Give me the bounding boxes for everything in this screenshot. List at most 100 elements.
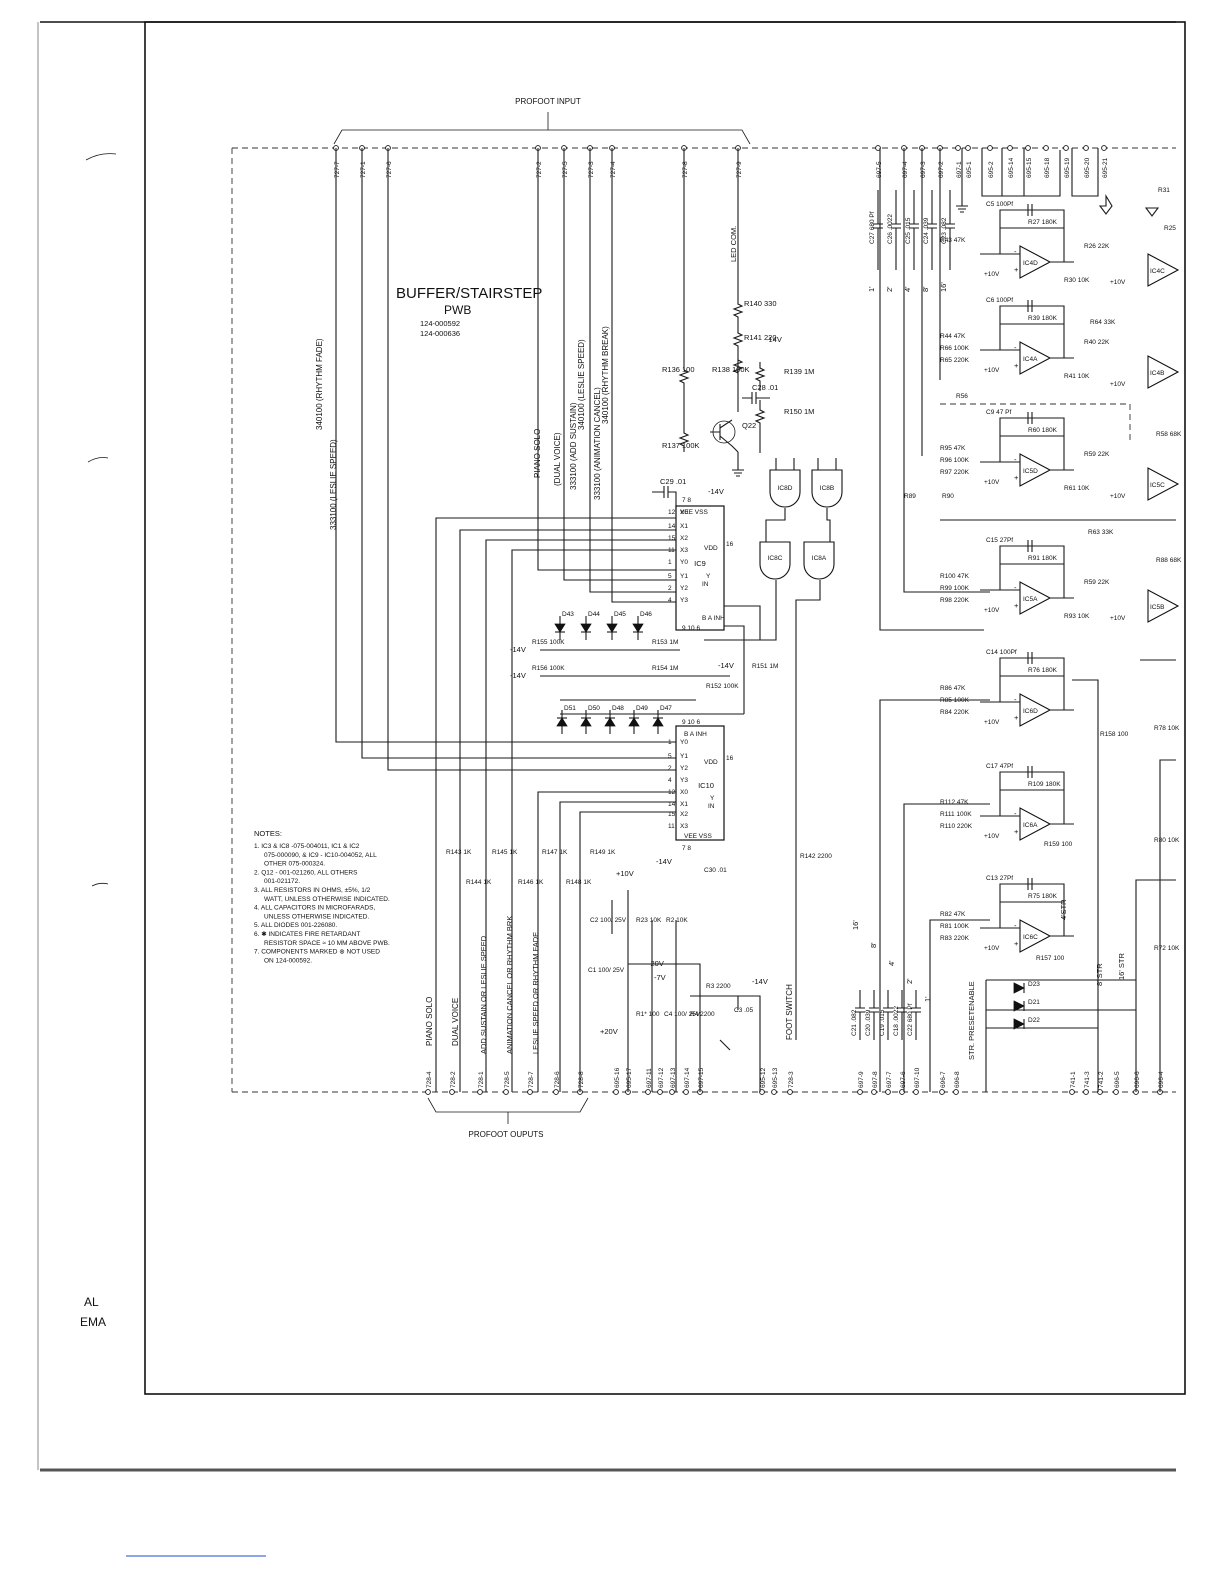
board-title: BUFFER/STAIRSTEP <box>396 285 542 302</box>
supply-m14-g: -14V <box>752 977 768 986</box>
r146-label: R146 1K <box>518 879 544 886</box>
cap-top-label: C26 .0022 <box>887 214 894 244</box>
top-pin-label: 697-2 <box>938 161 945 178</box>
top-pin-label: 727-8 <box>682 161 689 178</box>
footage-label-top: 2' <box>885 286 894 292</box>
ic8b-gate <box>811 469 843 508</box>
opamp-noninverting: + <box>1014 939 1019 948</box>
profoot-output-label: PROFOOT OUPUTS <box>469 1130 544 1139</box>
ic9-pin-name: X2 <box>680 535 688 542</box>
top-pin-label: 695-19 <box>1064 157 1071 178</box>
opamp-triangle <box>1019 919 1052 953</box>
opamp-supply: +10V <box>1110 493 1126 500</box>
bottom-pin <box>771 1089 777 1095</box>
footage-label-top: 8' <box>921 286 930 292</box>
label-rhythm-break-top: 340100 (RHYTHM BREAK) <box>601 326 610 424</box>
r63-label: R63 33K <box>1088 529 1114 536</box>
feedback-resistor-label: R75 180K <box>1028 893 1058 900</box>
feedback-cap <box>1027 652 1033 664</box>
ic9-pin-16: 16 <box>726 541 734 548</box>
ground-695-1 <box>956 200 968 213</box>
r139-r150 <box>754 362 766 453</box>
q22-leads <box>710 419 739 453</box>
top-pin-label: 727-4 <box>610 161 617 178</box>
ic9-pin-name: X0 <box>680 509 688 516</box>
ic9-pin-name: Y0 <box>680 559 688 566</box>
str-diode: D21 <box>1013 999 1040 1012</box>
output-resistor-label: R40 22K <box>1084 339 1110 346</box>
bottom-pin-label: 696-8 <box>954 1071 961 1088</box>
opamp-noninverting: + <box>1014 265 1019 274</box>
note-line: 4. ALL CAPACITORS IN MICROFARADS, <box>254 905 375 912</box>
ic10-pin-name: Y0 <box>680 739 688 746</box>
r90-label: R90 <box>942 493 954 500</box>
opamp-label: IC4C <box>1150 268 1165 275</box>
ic9-pin-number: 4 <box>668 597 672 604</box>
opamp-noninverting: + <box>1014 601 1019 610</box>
ic8a-label: IC8A <box>812 555 827 562</box>
r138-label: R138 100K <box>712 365 750 374</box>
cap-top-symbol <box>927 190 937 270</box>
bottom-pin <box>939 1089 945 1095</box>
opamp-triangle <box>1019 693 1052 727</box>
c2-label: C2 100/ 25V <box>590 917 627 924</box>
cap-top-label: C23 .082 <box>941 217 948 244</box>
input-resistor-label: R82 47K <box>940 911 966 918</box>
ic9-pin-number: 1 <box>668 559 672 566</box>
note-line: 5. ALL DIODES 001-226080. <box>254 922 337 929</box>
ic10-bottom-pins: 7 8 <box>682 845 691 852</box>
feedback-cap <box>1027 412 1033 424</box>
feedback-cap <box>1027 878 1033 890</box>
opamp-triangle <box>1019 807 1052 841</box>
ic10-pin-number: 14 <box>668 801 676 808</box>
str-diode-label: D22 <box>1028 1017 1040 1024</box>
top-pin-label: 727-1 <box>360 161 367 178</box>
footage-label-bottom: 4' <box>887 960 896 966</box>
feedback-cap-label: C14 100Pf <box>986 649 1017 656</box>
opamp-label: IC6C <box>1023 934 1038 941</box>
opamp-label: IC6D <box>1023 708 1038 715</box>
opamp-supply: +10V <box>984 479 1000 486</box>
r58-label: R58 68K <box>1156 431 1182 438</box>
note-line: UNLESS OTHERWISE INDICATED. <box>264 913 369 920</box>
top-pin-label: 697-3 <box>920 161 927 178</box>
bottom-pin <box>787 1089 793 1095</box>
opamp-noninverting: + <box>1014 473 1019 482</box>
opamp-feedback <box>980 657 1074 711</box>
r2-label: R2 10K <box>666 917 688 924</box>
opamp-label: IC5D <box>1023 468 1038 475</box>
feedback-cap <box>1027 766 1033 778</box>
c29-symbol <box>652 486 677 512</box>
scan-mark <box>85 153 117 161</box>
r136-r137 <box>678 369 690 452</box>
ic10-pin-number: 2 <box>668 765 672 772</box>
bottom-pin <box>657 1089 663 1095</box>
top-pin <box>1101 145 1107 151</box>
bottom-pin-label: 728-7 <box>528 1071 535 1088</box>
diode-bus-wiring <box>540 649 744 715</box>
ic10-pin-number: 15 <box>668 811 676 818</box>
bottom-pin <box>527 1089 533 1095</box>
opamp-supply: +10V <box>984 719 1000 726</box>
profoot-input-label: PROFOOT INPUT <box>515 97 581 106</box>
opamp-feedback <box>980 209 1074 263</box>
supply-m14-e: -14V <box>718 661 734 670</box>
bottom-pin-label: 728-6 <box>554 1071 561 1088</box>
label-piano-solo-bottom: PIANO SOLO <box>425 997 434 1046</box>
bottom-pin <box>425 1089 431 1095</box>
cap-bottom-symbol <box>883 990 893 1040</box>
c3-label: C3 .05 <box>734 1007 754 1014</box>
label-dual-voice-top: (DUAL VOICE) <box>553 432 562 486</box>
cap-bottom-symbol <box>869 990 879 1040</box>
diode: D45 <box>606 611 626 640</box>
diode: D46 <box>632 611 652 640</box>
ic10-pin-name: X3 <box>680 823 688 830</box>
cap-top-label: C25 .015 <box>905 217 912 244</box>
output-brace <box>427 1097 589 1124</box>
ic10-ctrl-pins: 9 10 6 <box>682 719 700 726</box>
opamp-triangle <box>1019 453 1052 487</box>
right-cross-buses <box>940 519 1176 661</box>
